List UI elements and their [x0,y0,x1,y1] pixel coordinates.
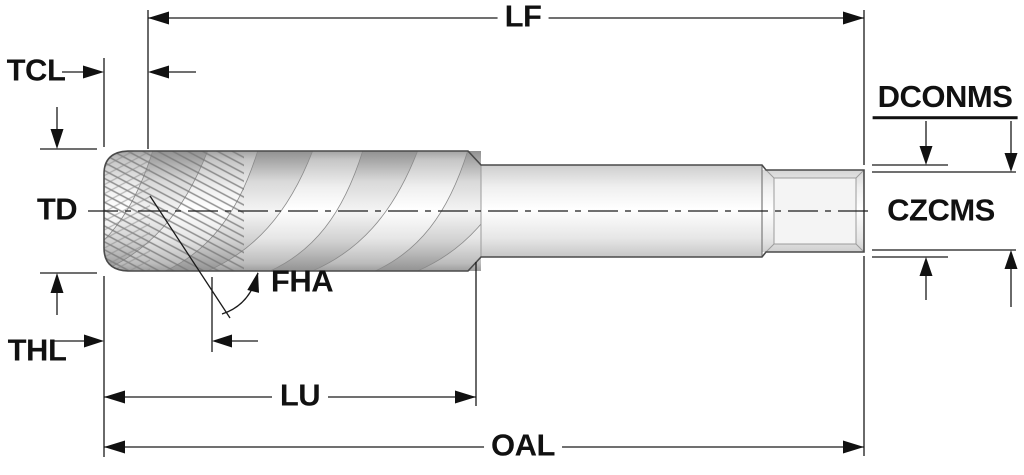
label-tcl: TCL [6,52,66,88]
dimension-czcms [872,121,1018,307]
label-dconms: DCONMS [872,81,1018,119]
dimensions [40,10,1018,457]
dimension-lu [104,262,477,406]
dimension-dconms [872,121,948,300]
dimension-lf [147,10,865,165]
dimension-tcl [62,58,196,147]
label-lf: LF [497,0,549,34]
label-thl: THL [7,332,67,368]
dimension-oal [103,256,865,457]
label-oal: OAL [484,429,562,463]
label-czcms: CZCMS [887,192,995,228]
label-lu: LU [272,379,328,413]
angle-fha [149,195,259,319]
label-fha: FHA [270,263,334,299]
tap-outline [103,150,865,272]
dimension-td [40,107,97,315]
label-td: TD [36,191,78,227]
shank [480,165,762,257]
